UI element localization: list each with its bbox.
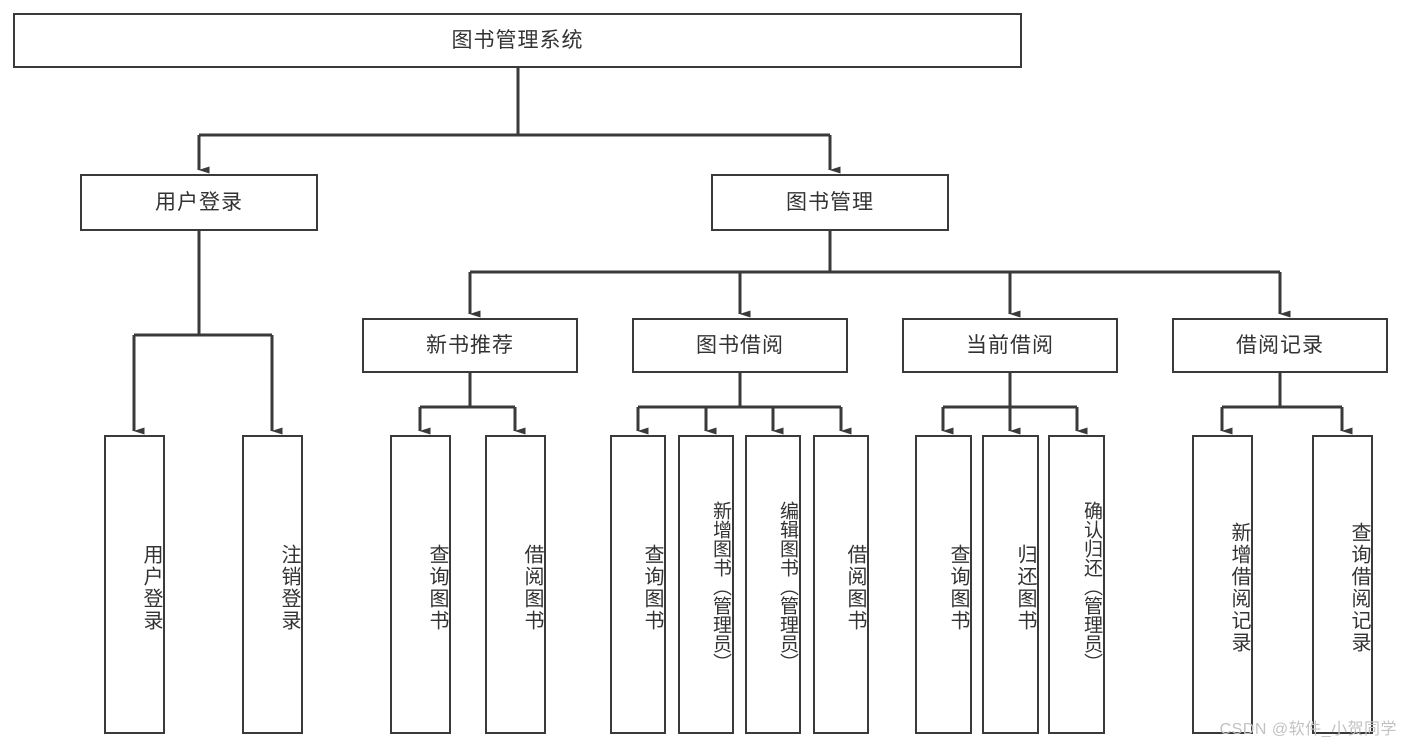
node-book-borrow[interactable]: 图书借阅 — [632, 318, 848, 373]
node-new-books-leaf-borrow-book[interactable]: 借阅图书 — [485, 435, 546, 734]
node-borrow-leaf-edit-book-admin[interactable]: 编辑图书（管理员） — [745, 435, 801, 734]
csdn-watermark: CSDN @软件_小贺同学 — [1219, 721, 1397, 738]
node-user-login-leaf-logout[interactable]: 注销登录 — [242, 435, 303, 734]
node-current-leaf-return-book[interactable]: 归还图书 — [982, 435, 1039, 734]
node-new-book-recommend[interactable]: 新书推荐 — [362, 318, 578, 373]
node-current-leaf-confirm-return-admin[interactable]: 确认归还（管理员） — [1048, 435, 1105, 734]
node-current-leaf-query-book[interactable]: 查询图书 — [915, 435, 972, 734]
node-records-leaf-query-record[interactable]: 查询借阅记录 — [1312, 435, 1373, 734]
node-records-leaf-add-record[interactable]: 新增借阅记录 — [1192, 435, 1253, 734]
node-borrow-records[interactable]: 借阅记录 — [1172, 318, 1388, 373]
node-new-books-leaf-query-book[interactable]: 查询图书 — [390, 435, 451, 734]
node-borrow-leaf-add-book-admin[interactable]: 新增图书（管理员） — [678, 435, 734, 734]
node-book-management[interactable]: 图书管理 — [711, 174, 949, 231]
node-borrow-leaf-borrow-book[interactable]: 借阅图书 — [813, 435, 869, 734]
node-current-borrow[interactable]: 当前借阅 — [902, 318, 1118, 373]
node-user-login-leaf-user-login[interactable]: 用户登录 — [104, 435, 165, 734]
node-user-login[interactable]: 用户登录 — [80, 174, 318, 231]
node-borrow-leaf-query-book[interactable]: 查询图书 — [610, 435, 666, 734]
node-root[interactable]: 图书管理系统 — [13, 13, 1022, 68]
